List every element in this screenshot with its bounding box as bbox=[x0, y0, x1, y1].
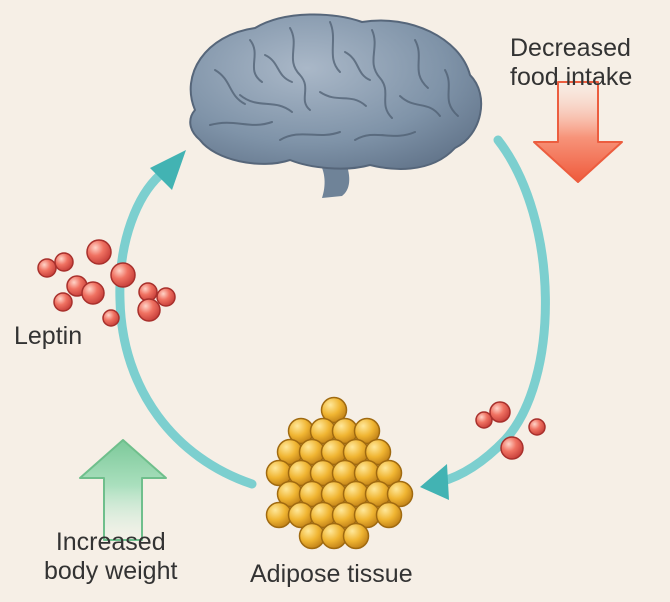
leptin-particle bbox=[86, 239, 112, 265]
increased-weight-arrow-icon bbox=[79, 439, 167, 541]
leptin-particle bbox=[137, 298, 161, 322]
leptin-particle bbox=[500, 436, 524, 460]
decreased-food-intake-line-1: Decreased bbox=[510, 34, 631, 62]
leptin-particle bbox=[81, 281, 105, 305]
fat-cell bbox=[364, 438, 392, 466]
fat-cell bbox=[320, 396, 348, 424]
leptin-particle bbox=[54, 252, 74, 272]
leptin-particle bbox=[102, 309, 120, 327]
leptin-particle bbox=[156, 287, 176, 307]
increased-body-weight-line-2: body weight bbox=[44, 557, 178, 585]
right-cycle-arc bbox=[435, 135, 550, 487]
fat-cell bbox=[342, 522, 370, 550]
cycle-arcs bbox=[115, 135, 550, 500]
fat-cell bbox=[386, 480, 414, 508]
leptin-particle bbox=[489, 401, 511, 423]
adipose-cell-cluster bbox=[265, 396, 414, 550]
fat-cell bbox=[353, 417, 381, 445]
brain-illustration bbox=[189, 13, 483, 198]
leptin-particle bbox=[528, 418, 546, 436]
fat-cell bbox=[375, 501, 403, 529]
brain-cerebrum bbox=[189, 13, 483, 170]
left-cycle-arc bbox=[115, 170, 257, 489]
left-cycle-arrowhead bbox=[150, 150, 186, 190]
decreased-food-intake-line-2: food intake bbox=[510, 63, 633, 91]
fat-cell bbox=[375, 459, 403, 487]
increased-body-weight-label: Increased body weight bbox=[44, 528, 177, 586]
leptin-label: Leptin bbox=[14, 322, 83, 350]
right-cycle-arrowhead bbox=[420, 464, 449, 500]
decreased-intake-arrow-icon bbox=[533, 81, 623, 183]
leptin-particle bbox=[37, 258, 57, 278]
decreased-food-intake-label: Decreased food intake bbox=[510, 34, 632, 92]
leptin-particle bbox=[110, 262, 136, 288]
leptin-particle-cluster-left bbox=[37, 239, 176, 327]
increased-body-weight-line-1: Increased bbox=[55, 528, 166, 556]
leptin-particle-cluster-right bbox=[475, 401, 546, 460]
leptin-particle bbox=[475, 411, 493, 429]
brain-folds bbox=[209, 21, 459, 141]
leptin-particle bbox=[53, 292, 73, 312]
adipose-tissue-label: Adipose tissue bbox=[250, 560, 413, 588]
